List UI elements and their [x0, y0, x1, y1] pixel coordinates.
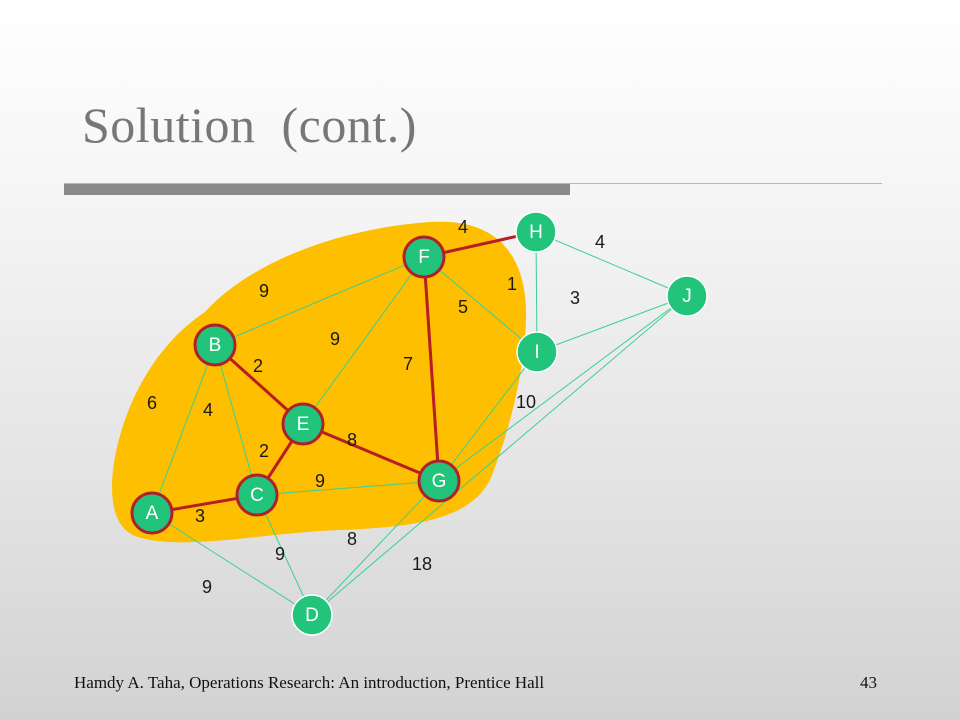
node-circle-f — [402, 235, 446, 279]
slide-title: Solution (cont.) — [82, 97, 417, 153]
node-d: D — [291, 594, 333, 636]
edge-weight-h-i: 1 — [507, 274, 517, 294]
edge-weight-g-d: 8 — [347, 529, 357, 549]
page-number: 43 — [860, 673, 877, 692]
edge-weight-a-c: 3 — [195, 506, 205, 526]
node-a: A — [130, 491, 174, 535]
edge-g-i — [438, 351, 538, 482]
edge-weight-f-h: 4 — [458, 217, 468, 237]
edge-c-g — [256, 480, 440, 496]
node-circle-c — [235, 473, 279, 517]
node-circle-g — [417, 459, 461, 503]
citation: Hamdy A. Taha, Operations Research: An i… — [74, 673, 545, 692]
node-circle-h — [515, 211, 557, 253]
node-e: E — [281, 402, 325, 446]
node-circle-b — [193, 323, 237, 367]
edge-weight-c-e: 2 — [259, 441, 269, 461]
node-f: F — [402, 235, 446, 279]
edge-f-g — [422, 256, 441, 482]
edge-weight-i-j: 3 — [570, 288, 580, 308]
node-b: B — [193, 323, 237, 367]
node-circle-d — [291, 594, 333, 636]
edge-h-j — [535, 231, 688, 297]
connected-set-region — [112, 221, 527, 543]
edge-b-c — [214, 344, 258, 496]
edge-weight-e-g: 8 — [347, 430, 357, 450]
edge-e-g — [302, 422, 440, 483]
node-circle-e — [281, 402, 325, 446]
edge-a-d — [151, 512, 313, 616]
node-circle-j — [666, 275, 708, 317]
node-j: J — [666, 275, 708, 317]
edge-weight-f-g: 7 — [403, 354, 413, 374]
title-divider-thin — [64, 183, 882, 184]
node-circle-i — [516, 331, 558, 373]
edge-weights-layer: 3 2 2 8 7 4 6 4 9 9 9 9 9 8 18 10 5 1 4 3 — [147, 217, 605, 597]
node-label-f: F — [418, 247, 430, 268]
edge-weight-a-b: 6 — [147, 393, 157, 413]
node-label-g: G — [432, 471, 447, 492]
edge-g-j — [438, 295, 688, 482]
node-label-d: D — [305, 605, 319, 626]
node-g: G — [417, 459, 461, 503]
node-c: C — [235, 473, 279, 517]
edge-f-i — [423, 256, 538, 353]
edge-c-d — [256, 494, 313, 616]
edge-weight-c-g: 9 — [315, 471, 325, 491]
edge-i-j — [536, 295, 688, 353]
node-label-a: A — [146, 503, 159, 524]
nodes-layer: A B C D E F G H I J — [130, 211, 708, 636]
edge-weight-b-f: 9 — [259, 281, 269, 301]
node-h: H — [515, 211, 557, 253]
node-circle-a — [130, 491, 174, 535]
node-label-c: C — [250, 485, 264, 506]
node-label-i: I — [534, 342, 539, 363]
node-label-e: E — [297, 414, 310, 435]
node-label-j: J — [682, 286, 692, 307]
edge-g-d — [311, 480, 440, 616]
edge-weight-h-j: 4 — [595, 232, 605, 252]
edge-weight-e-f: 9 — [330, 329, 340, 349]
node-label-b: B — [209, 335, 222, 356]
edge-a-b — [151, 344, 216, 514]
node-i: I — [516, 331, 558, 373]
edge-weight-b-c: 4 — [203, 400, 213, 420]
edge-b-f — [214, 256, 425, 346]
edge-e-f — [302, 256, 425, 425]
edge-d-j — [311, 295, 688, 616]
edge-weight-d-j: 18 — [412, 554, 432, 574]
edge-weight-g-i: 10 — [516, 392, 536, 412]
edge-weight-a-d: 9 — [202, 577, 212, 597]
title-divider-bar — [64, 184, 570, 195]
edge-weight-b-e: 2 — [253, 356, 263, 376]
node-label-h: H — [529, 222, 543, 243]
edge-weight-c-d: 9 — [275, 544, 285, 564]
edge-weight-f-i: 5 — [458, 297, 468, 317]
